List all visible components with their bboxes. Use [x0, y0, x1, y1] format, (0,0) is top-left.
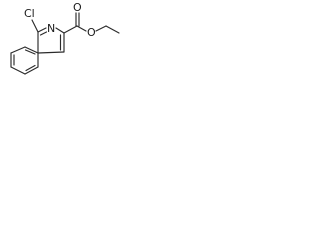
ring-nitrogen-label: N: [47, 22, 55, 35]
bond-ester-o-ch2: [95, 25, 107, 32]
chemical-structure: Cl N O O: [10, 1, 120, 75]
bond-carbonyl-ester-o: [76, 25, 87, 32]
chlorine-label: Cl: [24, 7, 35, 20]
bond-c4-c8a: [37, 51, 65, 54]
bond-c8a-c4a-inner: [24, 49, 36, 55]
bond-ch2-ch3: [105, 25, 120, 34]
bond-c4a-c5: [10, 46, 26, 54]
bond-c6-c7: [10, 66, 26, 75]
bond-n-c3: [55, 27, 65, 34]
bond-c7-c8-inner: [25, 64, 36, 72]
ester-oxygen-label: O: [87, 26, 96, 39]
bond-c1-n: [37, 27, 47, 33]
bond-c7-c8: [24, 66, 39, 75]
bond-c3-carbonyl: [63, 25, 78, 34]
atom-labels: Cl N O O: [24, 1, 96, 39]
bond-c8a-c4a: [24, 46, 39, 54]
carbonyl-oxygen-label: O: [73, 1, 82, 14]
bond-c1-cl: [31, 19, 39, 33]
bonds: [10, 12, 120, 75]
bond-c1-n-inner: [39, 31, 48, 36]
